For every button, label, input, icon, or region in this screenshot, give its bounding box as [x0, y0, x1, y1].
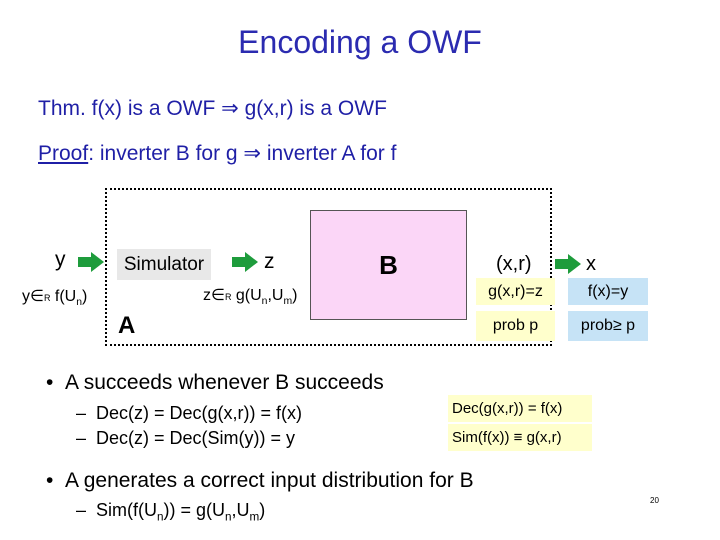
- side-note-sim: Sim(f(x)) ≡ g(x,r): [448, 424, 592, 451]
- inverter-a-frame: [105, 188, 552, 346]
- arrow-simulator-to-z-icon: [232, 252, 258, 272]
- probge-box: prob≥ p: [568, 311, 648, 341]
- page-number: 20: [650, 496, 659, 505]
- inverter-b-box: [310, 210, 467, 320]
- fy-box: f(x)=y: [568, 278, 648, 305]
- theorem-line: Thm. f(x) is a OWF ⇒ g(x,r) is a OWF: [38, 97, 387, 120]
- y-distribution: y∈R f(Un): [22, 288, 88, 309]
- output-z: z: [264, 250, 275, 273]
- bullet-1: • A succeeds whenever B succeeds: [46, 371, 384, 394]
- gz-box: g(x,r)=z: [476, 278, 555, 305]
- inverter-a-label: A: [118, 312, 136, 339]
- proof-label: Proof: [38, 142, 89, 165]
- arrow-y-to-simulator-icon: [78, 252, 104, 272]
- input-y: y: [55, 248, 66, 271]
- proof-text: : inverter B for g ⇒ inverter A for f: [88, 142, 397, 165]
- output-xr: (x,r): [496, 253, 532, 275]
- inverter-b-label: B: [379, 250, 398, 280]
- slide-title: Encoding a OWF: [238, 24, 482, 60]
- bullet-1-sub-2-text: Dec(z) = Dec(Sim(y)) = y: [96, 428, 296, 448]
- bullet-2-text: A generates a correct input distribution…: [65, 469, 474, 492]
- bullet-1-sub-1: – Dec(z) = Dec(g(x,r)) = f(x): [76, 403, 303, 423]
- side-note-dec: Dec(g(x,r)) = f(x): [448, 395, 592, 422]
- simulator-box: Simulator: [117, 249, 211, 280]
- output-x: x: [586, 253, 596, 275]
- bullet-2-sub-1: – Sim(f(Un)) = g(Un,Um): [76, 500, 266, 524]
- bullet-1-sub-1-text: Dec(z) = Dec(g(x,r)) = f(x): [96, 403, 303, 423]
- proof-line: Proof: inverter B for g ⇒ inverter A for…: [38, 141, 396, 166]
- bullet-1-sub-2: – Dec(z) = Dec(Sim(y)) = y: [76, 428, 296, 448]
- probp-box: prob p: [476, 311, 555, 341]
- z-distribution: z∈R g(Un,Um): [203, 287, 298, 308]
- arrow-xr-to-x-icon: [555, 254, 581, 274]
- bullet-1-text: A succeeds whenever B succeeds: [65, 371, 384, 394]
- bullet-2: • A generates a correct input distributi…: [46, 469, 474, 492]
